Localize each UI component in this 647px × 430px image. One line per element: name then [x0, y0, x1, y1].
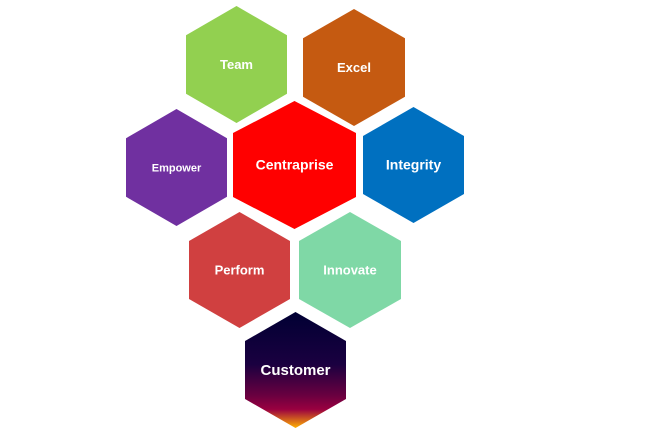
hexagon-label-integrity: Integrity	[386, 157, 441, 173]
hexagon-shape-perform	[189, 212, 290, 328]
hexagon-integrity: Integrity	[363, 107, 464, 223]
hexagon-team: Team	[186, 6, 287, 123]
hexagon-innovate: Innovate	[299, 212, 401, 328]
hexagon-shape-customer	[245, 312, 346, 428]
hexagon-label-excel: Excel	[337, 60, 371, 75]
hexagon-shape-integrity	[363, 107, 464, 223]
hexagon-shape-excel	[303, 9, 405, 126]
hexagon-perform: Perform	[189, 212, 290, 328]
hexagon-label-team: Team	[220, 57, 253, 72]
hexagon-empower: Empower	[126, 109, 227, 226]
hexagon-shape-centraprise	[233, 101, 356, 229]
hexagon-label-customer: Customer	[260, 362, 330, 379]
hexagon-shape-team	[186, 6, 287, 123]
hexagon-label-empower: Empower	[152, 162, 202, 174]
hexagon-shape-innovate	[299, 212, 401, 328]
hexagon-excel: Excel	[303, 9, 405, 126]
hexagon-label-centraprise: Centraprise	[256, 157, 334, 173]
hexagon-customer: Customer	[245, 312, 346, 428]
hexagon-shape-empower	[126, 109, 227, 226]
hexagon-centraprise: Centraprise	[233, 101, 356, 229]
hexagon-label-perform: Perform	[215, 262, 265, 277]
hexagon-label-innovate: Innovate	[323, 262, 376, 277]
